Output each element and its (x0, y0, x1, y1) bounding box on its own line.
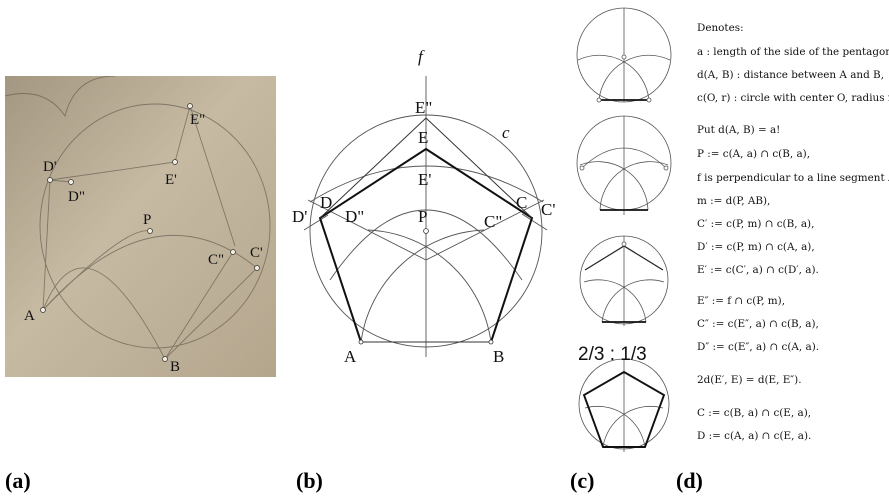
definition-line-13: C″ := c(E″, a) ∩ c(B, a), (697, 318, 819, 330)
panel-label-c: (c) (570, 468, 595, 493)
line-c-p (425, 199, 545, 261)
step-diagrams (576, 7, 672, 452)
definition-line-3: d(A, B) : distance between A and B, (697, 69, 885, 81)
step-2-diagram (576, 115, 672, 215)
definition-line-12: E″ := f ∩ c(P, m), (697, 295, 786, 307)
definition-line-11: E′ := c(C′, a) ∩ c(D′, a). (697, 264, 819, 276)
arc-b (360, 229, 485, 343)
label-d: D (320, 193, 332, 212)
definition-line-5: Put d(A, B) = a! (697, 124, 781, 136)
label-c: c (502, 123, 510, 142)
label-p: P (418, 207, 427, 226)
label-e2: E" (415, 98, 432, 117)
panel-label-d: (d) (676, 468, 703, 493)
tick-c1 (521, 213, 548, 231)
label-e1: E' (418, 170, 431, 189)
label-a: A (344, 347, 357, 366)
definition-line-8: m := d(P, AB), (697, 195, 771, 207)
line-c-e2 (425, 117, 533, 219)
photo-label-c1: C' (250, 245, 263, 261)
step-4-diagram (578, 358, 670, 452)
manuscript-photo: A B P C" C' D' D" E' E" (4, 75, 276, 377)
label-b: B (493, 347, 504, 366)
step-1-diagram (576, 7, 672, 103)
photo-label-d2: D" (68, 189, 85, 205)
photo-label-d1: D' (43, 159, 57, 175)
definition-line-7: f is perpendicular to a line segment AB, (697, 172, 889, 184)
arc-a (367, 229, 492, 343)
definition-line-16: C := c(B, a) ∩ c(E, a), (697, 407, 812, 419)
label-c2: C" (484, 212, 502, 231)
panel-label-b: (b) (296, 468, 323, 493)
label-c-vertex: C (516, 193, 527, 212)
definition-line-10: D′ := c(P, m) ∩ c(A, a), (697, 241, 815, 253)
line-d-p (307, 199, 427, 261)
label-d1: D' (292, 207, 307, 226)
panel-a-photo: A B P C" C' D' D" E' E" (4, 75, 276, 377)
definition-line-15: 2d(E′, E) = d(E, E″). (697, 374, 802, 386)
ratio-label: 2/3 : 1/3 (578, 344, 647, 365)
step-3-diagram (579, 235, 669, 326)
label-e: E (418, 128, 428, 147)
definition-line-14: D″ := c(E″, a) ∩ c(A, a). (697, 341, 820, 353)
line-d-e2 (319, 117, 427, 219)
definition-line-9: C′ := c(P, m) ∩ c(B, a), (697, 218, 815, 230)
photo-label-p: P (143, 212, 151, 228)
definition-line-6: P := c(A, a) ∩ c(B, a), (697, 148, 811, 160)
photo-label-e2: E" (190, 112, 205, 128)
label-d2: D" (345, 207, 364, 226)
pentagon-outline (318, 147, 534, 343)
photo-label-a: A (24, 308, 35, 324)
photo-label-b: B (170, 359, 180, 375)
photo-label-c2: C" (208, 252, 224, 268)
panel-c-steps (566, 5, 690, 470)
definition-line-17: D := c(A, a) ∩ c(E, a). (697, 430, 812, 442)
definition-line-1: Denotes: (697, 22, 744, 34)
label-c1: C' (541, 200, 555, 219)
tick-d1 (303, 214, 329, 231)
definition-line-4: c(O, r) : circle with center O, radius r… (697, 92, 889, 104)
panel-b-construction: f c E" E E' D D' D" P C C' C" A B (280, 40, 580, 380)
definition-line-2: a : length of the side of the pentagon, (697, 46, 889, 58)
photo-label-e1: E' (165, 172, 177, 188)
panel-label-a: (a) (5, 468, 31, 493)
label-f: f (418, 47, 425, 66)
pentagon-construction-diagram: f c E" E E' D D' D" P C C' C" A B (292, 47, 555, 366)
